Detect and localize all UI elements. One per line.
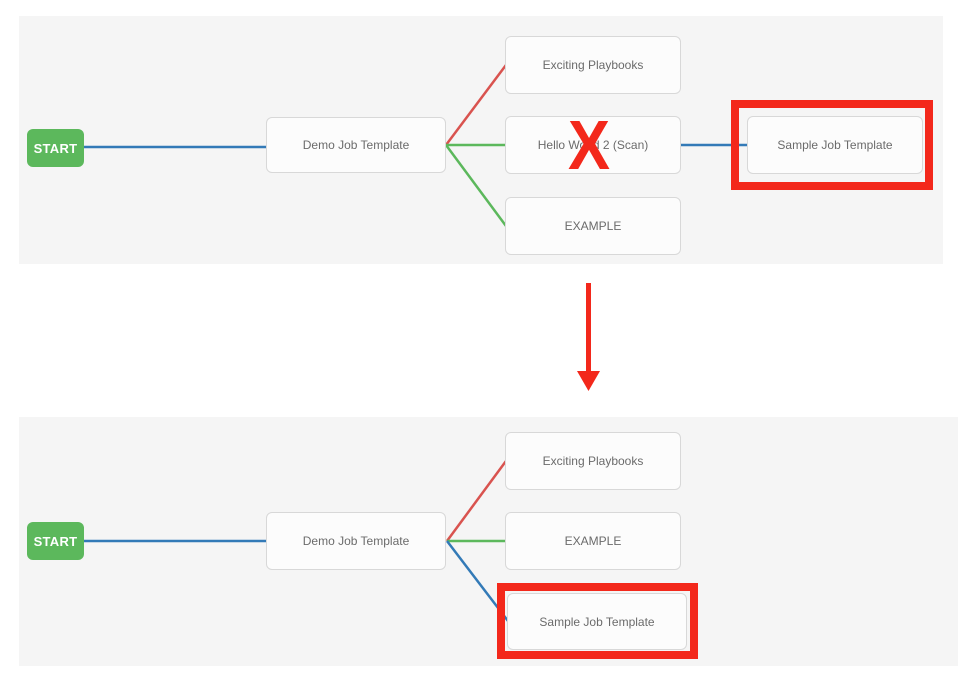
workflow-links-after (83, 460, 509, 622)
node-sample-job-template[interactable]: Sample Job Template (507, 593, 687, 650)
node-exciting-playbooks[interactable]: Exciting Playbooks (505, 36, 681, 94)
node-demo-job-template[interactable]: Demo Job Template (266, 117, 446, 173)
red-highlight-box (731, 100, 933, 190)
node-example[interactable]: EXAMPLE (505, 512, 681, 570)
start-button[interactable]: START (27, 129, 84, 167)
start-button[interactable]: START (27, 522, 84, 560)
down-arrow-icon (577, 283, 600, 391)
node-demo-job-template[interactable]: Demo Job Template (266, 512, 446, 570)
node-exciting-playbooks[interactable]: Exciting Playbooks (505, 432, 681, 490)
node-hello-world-2-scan[interactable]: Hello World 2 (Scan) (505, 116, 681, 174)
workflow-panel-before: START Demo Job Template Exciting Playboo… (19, 16, 943, 264)
red-highlight-box (497, 583, 698, 659)
node-example[interactable]: EXAMPLE (505, 197, 681, 255)
node-sample-job-template[interactable]: Sample Job Template (747, 116, 923, 174)
workflow-panel-after: START Demo Job Template Exciting Playboo… (19, 417, 958, 666)
